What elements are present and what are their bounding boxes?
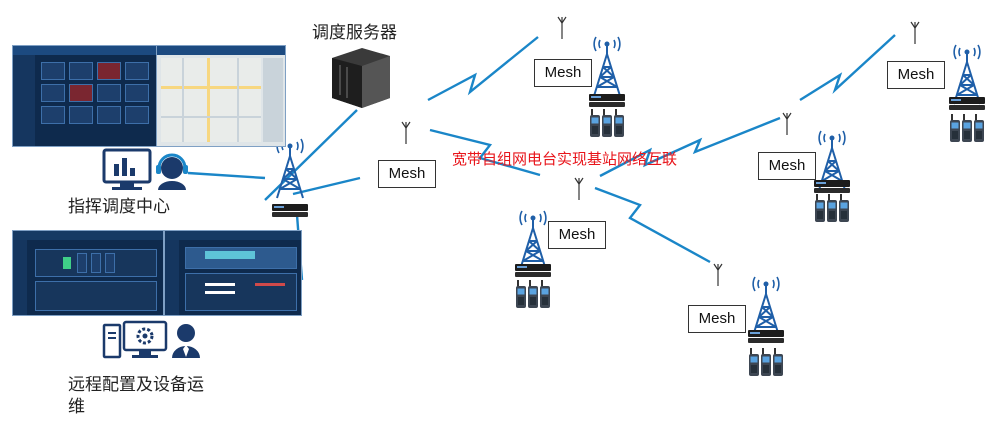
dispatch-center-label: 指挥调度中心 [68,197,170,217]
ops-screen-config [164,230,302,316]
wireless-link [429,128,541,177]
radio-tower-icon [272,138,308,217]
headset-operator-icon [156,153,188,190]
dispatch-server-label: 调度服务器 [312,23,397,43]
dispatch-screen-video-wall [12,45,157,147]
center-link [187,171,266,180]
mesh-node-right: Mesh [758,152,816,180]
dispatch-screen-map [156,45,286,147]
computer-gear-icon [102,320,168,359]
remote-ops-label-line1: 远程配置及设备运 [68,375,204,395]
monitor-chart-icon [102,148,152,190]
remote-ops-label-line2: 维 [68,397,85,417]
headline-text: 宽带自组网电台实现基站网络互联 [452,150,678,168]
wireless-link [599,116,781,178]
mesh-node-hub: Mesh [378,160,436,188]
wireless-link [799,34,896,102]
wireless-link [594,186,711,264]
mesh-node-bottom: Mesh [688,305,746,333]
ops-screen-status [12,230,164,316]
user-icon [172,324,200,358]
radio-tower-icon [748,276,784,376]
mesh-node-center: Mesh [548,221,606,249]
wireless-link [427,36,539,102]
server-tower-icon [332,48,390,108]
mesh-node-far-right: Mesh [887,61,945,89]
radio-tower-icon [589,36,625,137]
radio-tower-icon [515,210,551,308]
wireless-links [427,34,896,264]
mesh-node-top: Mesh [534,59,592,87]
radio-tower-icon [949,44,985,142]
radio-tower-icon [814,130,850,222]
mesh-hub-link [292,176,361,196]
